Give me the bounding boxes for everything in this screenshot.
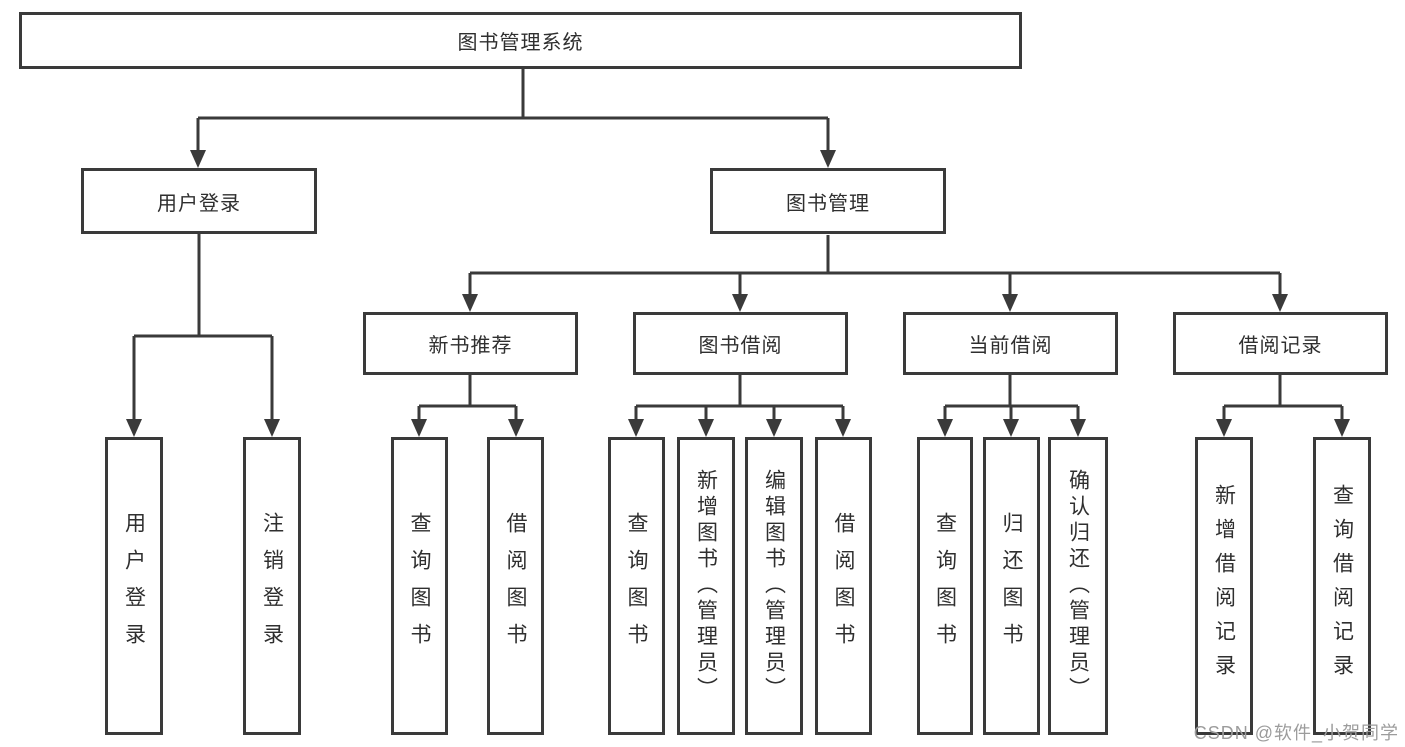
leaf-query-books-1: 查询图书 — [391, 437, 448, 735]
leaf-logout: 注销登录 — [243, 437, 301, 735]
node-root-label: 图书管理系统 — [457, 32, 584, 54]
leaf-add-borrow-record: 新增借阅记录 — [1195, 437, 1253, 735]
leaf-borrow-books-2-label: 借阅图书 — [832, 512, 855, 660]
leaf-query-books-2: 查询图书 — [608, 437, 665, 735]
node-user-login: 用户登录 — [81, 168, 317, 234]
leaf-edit-book-admin: 编辑图书（管理员） — [745, 437, 803, 735]
leaf-return-books-label: 归还图书 — [1000, 512, 1023, 660]
leaf-query-books-3-label: 查询图书 — [933, 512, 957, 660]
node-borrow-records-label: 借阅记录 — [1238, 335, 1323, 357]
leaf-add-book-admin-label: 新增图书（管理员） — [694, 469, 718, 703]
leaf-confirm-return-admin: 确认归还（管理员） — [1048, 437, 1108, 735]
leaf-borrow-books-1-label: 借阅图书 — [504, 512, 527, 660]
node-current-borrow-label: 当前借阅 — [968, 335, 1053, 357]
leaf-query-books-2-label: 查询图书 — [625, 512, 648, 660]
node-new-book-recommend-label: 新书推荐 — [428, 335, 513, 357]
leaf-edit-book-admin-label: 编辑图书（管理员） — [762, 469, 786, 703]
leaf-query-books-3: 查询图书 — [917, 437, 973, 735]
leaf-add-book-admin: 新增图书（管理员） — [677, 437, 735, 735]
leaf-confirm-return-admin-label: 确认归还（管理员） — [1066, 469, 1090, 703]
node-book-borrow: 图书借阅 — [633, 312, 848, 375]
leaf-borrow-books-2: 借阅图书 — [815, 437, 872, 735]
node-root: 图书管理系统 — [19, 12, 1022, 69]
node-current-borrow: 当前借阅 — [903, 312, 1118, 375]
node-book-borrow-label: 图书借阅 — [698, 335, 783, 357]
leaf-user-login-label: 用户登录 — [122, 512, 146, 660]
node-user-login-label: 用户登录 — [157, 192, 241, 215]
leaf-query-borrow-record: 查询借阅记录 — [1313, 437, 1371, 735]
leaf-query-books-1-label: 查询图书 — [408, 512, 431, 660]
node-new-book-recommend: 新书推荐 — [363, 312, 578, 375]
node-book-management: 图书管理 — [710, 168, 946, 234]
node-book-management-label: 图书管理 — [786, 192, 870, 215]
watermark: CSDN @软件_小贺同学 — [1193, 723, 1399, 743]
leaf-query-borrow-record-label: 查询借阅记录 — [1330, 484, 1354, 688]
node-borrow-records: 借阅记录 — [1173, 312, 1388, 375]
leaf-add-borrow-record-label: 新增借阅记录 — [1212, 484, 1236, 688]
leaf-borrow-books-1: 借阅图书 — [487, 437, 544, 735]
leaf-user-login: 用户登录 — [105, 437, 163, 735]
leaf-return-books: 归还图书 — [983, 437, 1040, 735]
leaf-logout-label: 注销登录 — [260, 512, 284, 660]
